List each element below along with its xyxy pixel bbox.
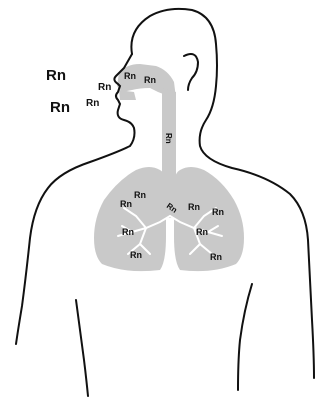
radon-label-outside: Rn: [98, 82, 111, 93]
radon-label-airway: Rn: [144, 75, 156, 85]
radon-label-left-lung: Rn: [120, 199, 132, 209]
mouth-airway: [119, 90, 136, 100]
radon-label-left-lung: Rn: [130, 250, 142, 260]
radon-label-left-lung: Rn: [134, 190, 146, 200]
radon-label-airway: Rn: [124, 71, 136, 81]
radon-label-right-lung: Rn: [212, 207, 224, 217]
radon-label-outside: Rn: [46, 67, 66, 84]
right-lung: [174, 167, 244, 271]
radon-label-airway: Rn: [164, 133, 173, 144]
radon-label-outside: Rn: [86, 98, 99, 109]
arm-right-inner: [238, 284, 252, 390]
radon-label-outside: Rn: [50, 99, 70, 116]
radon-label-right-lung: Rn: [210, 252, 222, 262]
radon-label-right-lung: Rn: [188, 202, 200, 212]
ear: [184, 54, 198, 90]
radon-label-left-lung: Rn: [122, 227, 134, 237]
arm-left-inner: [76, 300, 88, 396]
radon-label-right-lung: Rn: [196, 227, 208, 237]
